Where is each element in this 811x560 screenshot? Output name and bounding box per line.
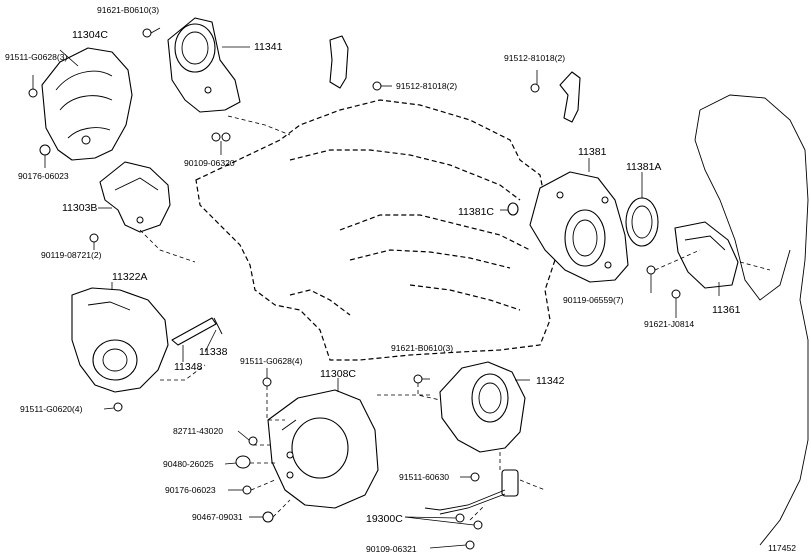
alignment-lines	[139, 115, 771, 521]
label-11338: 11338	[199, 346, 228, 358]
part-labels: 91621-B0610(3) 11304C 11341 91511-G0628(…	[5, 5, 796, 554]
label-11342: 11342	[536, 375, 565, 387]
label-11322a: 11322A	[112, 271, 147, 283]
label-11341: 11341	[254, 41, 283, 53]
label-90109-06320: 90109-06320	[184, 158, 235, 168]
gasket-11348	[171, 317, 217, 346]
dust-cover-11361	[674, 221, 739, 289]
label-91621-b0610-top: 91621-B0610(3)	[97, 5, 159, 15]
timing-cover-11304C	[41, 47, 133, 161]
bracket-right	[559, 71, 581, 123]
label-90119-08721: 90119-08721(2)	[41, 250, 102, 260]
label-90176-06023-bot: 90176-06023	[165, 485, 216, 495]
label-19300c: 19300C	[366, 513, 403, 525]
label-90119-06559: 90119-06559(7)	[563, 295, 624, 305]
label-91621-b0610-mid: 91621-B0610(3)	[391, 343, 453, 353]
rear-plate-11381	[529, 171, 629, 283]
leader-lines	[32, 27, 720, 549]
cover-11303B	[99, 161, 171, 233]
label-91512-81018-a: 91512-81018(2)	[396, 81, 457, 91]
label-11381a: 11381A	[626, 161, 661, 173]
label-90480-26025: 90480-26025	[163, 459, 214, 469]
label-91511-g0620: 91511-G0620(4)	[20, 404, 83, 414]
label-91511-60630: 91511-60630	[399, 472, 449, 482]
diagram-id: 117452	[768, 543, 796, 553]
plate-11341	[167, 17, 241, 113]
seal-11338	[213, 317, 223, 335]
bracket-left	[329, 35, 349, 89]
label-11361: 11361	[712, 304, 741, 316]
label-11303b: 11303B	[62, 202, 97, 214]
oil-seal-11381A	[625, 197, 659, 247]
label-90109-06321: 90109-06321	[366, 544, 417, 554]
sensor-19300C	[424, 469, 519, 515]
label-90176-06023-top: 90176-06023	[18, 171, 69, 181]
label-11308c: 11308C	[320, 368, 356, 380]
engine-block-outline	[195, 99, 556, 361]
label-91511-g0628-mid: 91511-G0628(4)	[240, 356, 303, 366]
cover-11322A	[71, 287, 169, 393]
transmission-housing-outline	[694, 94, 809, 546]
label-11348: 11348	[174, 361, 203, 373]
label-82711-43020: 82711-43020	[173, 426, 223, 436]
label-90467-09031: 90467-09031	[192, 512, 243, 522]
label-91512-81018-b: 91512-81018(2)	[504, 53, 565, 63]
label-91621-j0814: 91621-J0814	[644, 319, 694, 329]
plate-11342	[439, 361, 526, 453]
o-ring-11381C	[507, 202, 519, 216]
label-11381c: 11381C	[458, 206, 494, 218]
timing-cover-11308C	[267, 389, 379, 509]
label-91511-g0628-top: 91511-G0628(3)	[5, 52, 68, 62]
label-11304c: 11304C	[72, 29, 108, 41]
label-11381: 11381	[578, 146, 607, 158]
